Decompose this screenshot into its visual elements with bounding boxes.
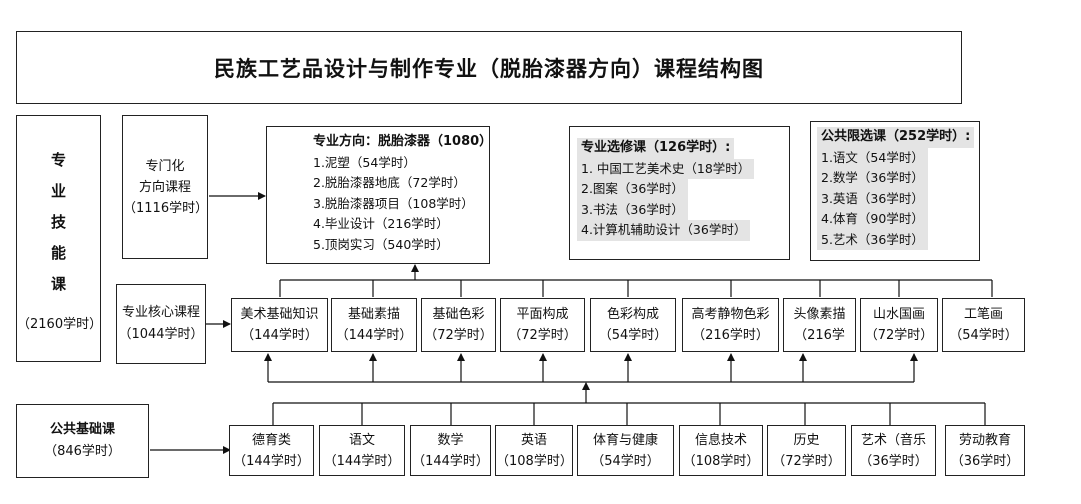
- core-course-box: 山水国画 （72学时）: [860, 298, 938, 352]
- core-course-name: 工笔画: [963, 307, 1003, 322]
- basic-course-hours: （108学时）: [496, 453, 573, 469]
- basic-course-hours: （36学时）: [950, 453, 1020, 469]
- basic-course-box: 历史 （72学时）: [767, 425, 846, 476]
- direction-box: 专业方向：脱胎漆器（1080） 1.泥塑（54学时） 2.脱胎漆器地底（72学时…: [266, 126, 493, 264]
- public-elective-item: 2.数学（36学时）: [817, 168, 974, 189]
- basic-course-name: 艺术（音乐: [860, 432, 926, 448]
- core-course-box: 美术基础知识 （144学时）: [231, 298, 328, 352]
- core-course-hours: （144学时）: [335, 328, 413, 343]
- public-elective-item: 4.体育（90学时）: [817, 209, 974, 230]
- skills-char: 技: [50, 212, 66, 231]
- public-elective-item: 3.英语（36学时）: [817, 188, 974, 209]
- core-course-box: 平面构成 （72学时）: [500, 298, 585, 352]
- basic-course-box: 数学 （144学时）: [410, 425, 491, 476]
- core-course-hours: （144学时）: [241, 328, 318, 343]
- basic-course-box: 德育类 （144学时）: [229, 425, 314, 476]
- core-course-box: 高考静物色彩 （216学时）: [682, 298, 779, 352]
- core-course-hours: （72学时）: [424, 328, 493, 343]
- public-elective-box: 公共限选课（252学时）: 1.语文（54学时） 2.数学（36学时） 3.英语…: [810, 121, 980, 261]
- core-course-hours: （216学时）: [692, 328, 769, 343]
- basic-course-name: 历史: [793, 432, 820, 448]
- core-course-hours: （72学时）: [864, 328, 934, 343]
- direction-item: 2.脱胎漆器地底（72学时）: [313, 175, 466, 190]
- core-course-box: 色彩构成 （54学时）: [590, 298, 676, 352]
- basic-course-hours: （144学时）: [233, 453, 310, 469]
- basic-course-name: 体育与健康: [592, 432, 658, 448]
- specialized-course-box: 专门化 方向课程 （1116学时）: [122, 115, 208, 259]
- basic-label: 公共基础课: [49, 422, 115, 437]
- core-course-name: 基础色彩: [432, 307, 485, 322]
- skills-course-box: 专 业 技 能 课 （2160学时）: [16, 115, 103, 362]
- core-course-box: 基础色彩 （72学时）: [421, 298, 496, 352]
- core-course-name: 平面构成: [516, 307, 569, 322]
- direction-heading: 专业方向：脱胎漆器（1080）: [313, 134, 493, 149]
- direction-item: 5.顶岗实习（540学时）: [313, 236, 449, 252]
- core-course-box: 头像素描 （216学: [783, 298, 856, 352]
- elective-item: 3.书法（36学时）: [577, 199, 754, 220]
- skills-char: 业: [50, 181, 66, 200]
- skills-hours: （2160学时）: [17, 316, 103, 332]
- core-course-label-box: 专业核心课程 （1044学时）: [116, 284, 206, 364]
- core-course-box: 工笔画 （54学时）: [942, 298, 1025, 352]
- direction-item: 3.脱胎漆器项目（108学时）: [313, 195, 474, 211]
- title-box: 民族工艺品设计与制作专业（脱胎漆器方向）课程结构图: [16, 31, 962, 104]
- basic-course-box: 语文 （144学时）: [319, 425, 405, 476]
- direction-item: 1.泥塑（54学时）: [313, 154, 416, 170]
- core-course-name: 基础素描: [347, 307, 400, 322]
- core-label: 专业核心课程: [121, 305, 200, 320]
- core-course-name: 高考静物色彩: [691, 307, 770, 322]
- direction-item: 4.毕业设计（216学时）: [313, 216, 449, 231]
- core-course-name: 山水国画: [872, 307, 925, 322]
- specialized-line: 方向课程: [138, 179, 191, 195]
- basic-course-name: 语文: [348, 432, 375, 448]
- basic-course-hours: （144学时）: [412, 453, 489, 469]
- core-course-hours: （72学时）: [508, 328, 577, 343]
- public-elective-item: 1.语文（54学时）: [817, 147, 974, 168]
- skills-char: 专: [50, 150, 66, 169]
- basic-course-name: 劳动教育: [958, 432, 1011, 448]
- basic-course-hours: （36学时）: [859, 453, 928, 469]
- core-course-name: 头像素描: [793, 307, 846, 322]
- core-course-hours: （54学时）: [598, 328, 668, 343]
- basic-course-name: 数学: [437, 432, 464, 448]
- basic-course-label-box: 公共基础课 （846学时）: [16, 404, 149, 478]
- basic-course-box: 信息技术 （108学时）: [679, 425, 763, 476]
- basic-course-hours: （108学时）: [682, 453, 760, 469]
- basic-course-name: 德育类: [251, 432, 291, 448]
- core-course-name: 色彩构成: [606, 307, 659, 322]
- elective-item: 4.计算机辅助设计（36学时）: [577, 220, 754, 241]
- basic-course-box: 英语 （108学时）: [495, 425, 573, 476]
- elective-item: 2.图案（36学时）: [577, 179, 754, 200]
- core-course-hours: （216学: [794, 328, 845, 343]
- core-hours: （1044学时）: [118, 327, 204, 342]
- basic-course-hours: （72学时）: [772, 453, 841, 469]
- basic-course-hours: （144学时）: [323, 453, 401, 469]
- core-course-box: 基础素描 （144学时）: [331, 298, 417, 352]
- professional-elective-box: 专业选修课（126学时）: 1. 中国工艺美术史（18学时） 2.图案（36学时…: [569, 126, 790, 260]
- basic-course-name: 英语: [520, 432, 547, 448]
- basic-course-box: 艺术（音乐 （36学时）: [851, 425, 936, 476]
- elective-heading: 专业选修课（126学时）:: [577, 138, 754, 159]
- skills-char: 能: [50, 243, 66, 262]
- core-course-hours: （54学时）: [949, 328, 1018, 343]
- basic-hours: （846学时）: [44, 444, 121, 459]
- skills-char: 课: [50, 274, 66, 293]
- diagram-title: 民族工艺品设计与制作专业（脱胎漆器方向）课程结构图: [214, 56, 764, 81]
- elective-item: 1. 中国工艺美术史（18学时）: [577, 158, 755, 179]
- core-course-name: 美术基础知识: [240, 307, 319, 322]
- basic-course-hours: （54学时）: [591, 453, 660, 469]
- basic-course-box: 劳动教育 （36学时）: [945, 425, 1025, 476]
- public-elective-heading: 公共限选课（252学时）:: [817, 127, 975, 148]
- public-elective-item: 5.艺术（36学时）: [817, 229, 974, 250]
- specialized-hours: （1116学时）: [123, 200, 209, 216]
- basic-course-name: 信息技术: [694, 432, 747, 448]
- basic-course-box: 体育与健康 （54学时）: [577, 425, 674, 476]
- specialized-line: 专门化: [145, 158, 185, 174]
